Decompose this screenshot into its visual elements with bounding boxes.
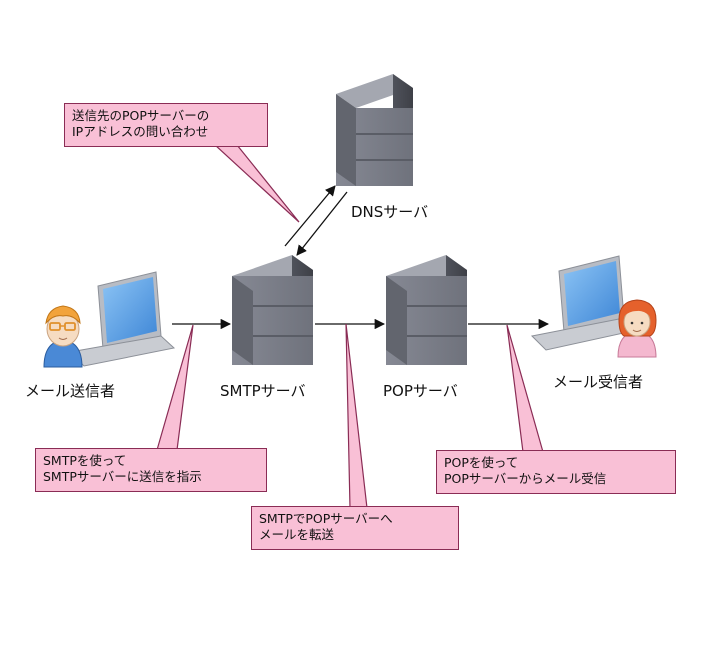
pop-receive-callout-pointer [506, 324, 544, 453]
pop-server-icon [386, 255, 467, 365]
pop-server-label: POPサーバ [383, 382, 458, 400]
receiver-laptop-icon [530, 255, 639, 351]
smtp-server-icon [232, 255, 313, 365]
dns-server-icon [336, 74, 413, 186]
receiver-label: メール受信者 [553, 373, 644, 391]
dns-server-label: DNSサーバ [351, 203, 429, 221]
sender-laptop-icon [68, 271, 176, 367]
sender-person-icon [43, 305, 83, 368]
smtp-transfer-callout-line1: SMTPでPOPサーバーへ [259, 511, 393, 526]
dns-query-callout-pointer [213, 144, 300, 223]
smtp-transfer-callout-pointer [345, 323, 368, 509]
pop-receive-callout: POPを使って POPサーバーからメール受信 [436, 450, 676, 494]
pop-receive-callout-line1: POPを使って [444, 455, 519, 470]
smtp-to-dns-arrow [284, 185, 336, 247]
dns-query-callout: 送信先のPOPサーバーの IPアドレスの問い合わせ [64, 103, 268, 147]
dns-query-callout-line2: IPアドレスの問い合わせ [72, 124, 209, 139]
pop-receive-callout-line2: POPサーバーからメール受信 [444, 471, 607, 486]
receiver-person-icon [617, 299, 657, 358]
dns-query-callout-line1: 送信先のPOPサーバーの [72, 108, 210, 123]
sender-smtp-callout-line1: SMTPを使って [43, 453, 127, 468]
smtp-transfer-callout: SMTPでPOPサーバーへ メールを転送 [251, 506, 459, 550]
smtp-transfer-callout-line2: メールを転送 [259, 527, 335, 542]
sender-smtp-callout-line2: SMTPサーバーに送信を指示 [43, 469, 202, 484]
sender-label: メール送信者 [25, 382, 116, 400]
smtp-server-label: SMTPサーバ [220, 382, 306, 400]
dns-to-smtp-arrow [296, 191, 348, 256]
sender-smtp-callout: SMTPを使って SMTPサーバーに送信を指示 [35, 448, 267, 492]
